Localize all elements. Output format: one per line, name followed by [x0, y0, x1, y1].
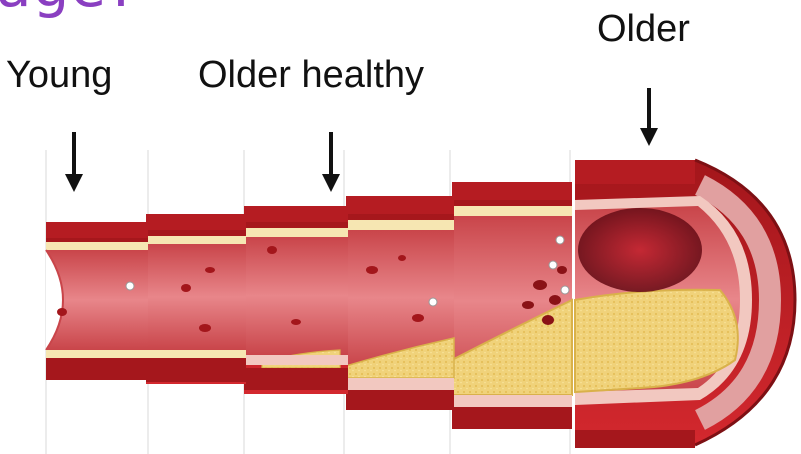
- vessel-segment-older-healthy-1: [146, 214, 246, 384]
- vessel-segment-advanced: [452, 182, 572, 429]
- vessel-segment-mid: [346, 196, 454, 410]
- arrow-older: [640, 88, 658, 146]
- vessel-segment-older-healthy-2: [244, 206, 348, 394]
- vessel-segment-older: [575, 160, 795, 448]
- arrow-young: [65, 132, 83, 192]
- arrow-older-healthy: [322, 132, 340, 192]
- vessel-segment-young: [46, 222, 148, 380]
